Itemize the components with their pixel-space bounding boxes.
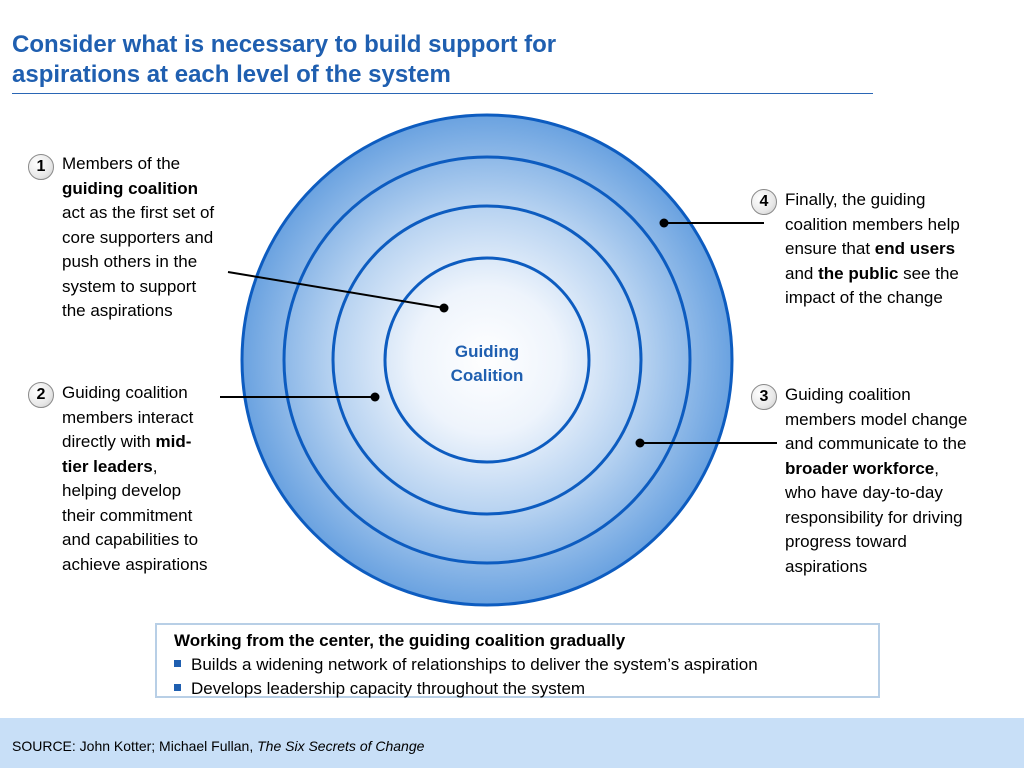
callout-text: coalition members help <box>785 214 960 234</box>
callout-line: achieve aspirations <box>62 553 247 578</box>
summary-bullet-2: Develops leadership capacity throughout … <box>174 677 585 701</box>
center-label-line-1: Guiding <box>454 342 520 361</box>
callout-1-text: Members of the guiding coalition act as th… <box>62 152 252 324</box>
callout-emphasis: mid- <box>155 432 192 451</box>
callout-text: see the <box>898 263 959 283</box>
callout-4-text: Finally, the guiding coalition members he… <box>785 188 1015 311</box>
callout-line: Guiding coalition <box>62 381 247 406</box>
callout-text: and capabilities to <box>62 530 199 549</box>
callout-text: and <box>785 263 819 283</box>
callout-line: Finally, the guiding <box>785 188 1015 213</box>
leader-dot-1 <box>439 303 449 313</box>
blue-square-bullet-icon <box>174 660 181 668</box>
callout-line: directly with mid- <box>62 430 247 455</box>
callout-text: members model change <box>785 409 968 429</box>
callout-line: helping develop <box>62 479 247 504</box>
title-divider <box>12 93 873 94</box>
summary-bullet-1: Builds a widening network of relationshi… <box>174 653 758 677</box>
callout-text: and communicate to the <box>785 434 967 453</box>
callout-text: members interact <box>62 407 194 427</box>
source-note: SOURCE: John Kotter; Michael Fullan, The… <box>12 737 424 755</box>
callout-line: guiding coalition <box>62 177 252 202</box>
callout-line: and capabilities to <box>62 528 247 553</box>
callout-text: who have day-to-day <box>785 483 943 502</box>
callout-emphasis: end users <box>874 239 956 258</box>
callout-text: system to support <box>62 276 197 296</box>
callout-text: Members of the <box>62 154 181 173</box>
ring-3 <box>282 155 692 565</box>
summary-bullet-2-text: Develops leadership capacity throughout … <box>191 679 586 698</box>
callout-line: impact of the change <box>785 286 1015 311</box>
callout-text: Guiding coalition <box>62 383 188 402</box>
callout-text: , <box>152 456 158 476</box>
callout-text: Finally, the guiding <box>785 190 926 209</box>
callout-text: Guiding coalition <box>785 385 911 404</box>
callout-3-text: Guiding coalition members model change and… <box>785 383 1015 579</box>
callout-line: Members of the <box>62 152 252 177</box>
center-label: Guiding Coalition <box>427 340 547 388</box>
summary-bullet-1-text: Builds a widening network of relationshi… <box>191 655 758 674</box>
callout-text: aspirations <box>785 556 868 576</box>
callout-text: their commitment <box>62 505 193 525</box>
callout-line: members interact <box>62 406 247 431</box>
leader-dot-4 <box>659 218 669 228</box>
callout-text: core supporters and <box>62 227 214 247</box>
number-badge-2: 2 <box>28 382 54 408</box>
footer-bar: SOURCE: John Kotter; Michael Fullan, The… <box>0 718 1024 768</box>
source-title: The Six Secrets of Change <box>257 738 425 754</box>
center-label-line-2: Coalition <box>450 366 524 385</box>
callout-line: and communicate to the <box>785 432 1015 457</box>
leader-dot-2 <box>370 392 380 402</box>
number-badge-1: 1 <box>28 154 54 180</box>
ring-2 <box>331 204 643 516</box>
callout-line: members model change <box>785 408 1015 433</box>
callout-text: push others in the <box>62 252 198 271</box>
callout-line: push others in the <box>62 250 252 275</box>
callout-line: responsibility for driving <box>785 506 1015 531</box>
callout-line: progress toward <box>785 530 1015 555</box>
callout-emphasis: broader workforce <box>785 458 935 478</box>
callout-line: act as the first set of <box>62 201 252 226</box>
callout-line: Guiding coalition <box>785 383 1015 408</box>
callout-emphasis: the public <box>818 263 899 283</box>
callout-text: , <box>934 458 939 478</box>
summary-heading: Working from the center, the guiding coa… <box>174 631 626 650</box>
callout-line: aspirations <box>785 555 1015 580</box>
callout-line: core supporters and <box>62 226 252 251</box>
title-line-1: Consider what is necessary to build supp… <box>12 31 557 58</box>
page-title: Consider what is necessary to build supp… <box>12 30 872 90</box>
title-line-2: aspirations at each level of the system <box>12 61 451 88</box>
callout-text: the aspirations <box>62 301 173 320</box>
summary-box: Working from the center, the guiding coa… <box>155 623 880 698</box>
callout-text: helping develop <box>62 481 182 500</box>
callout-line: broader workforce, <box>785 457 1015 482</box>
callout-text: ensure that <box>785 239 875 258</box>
callout-line: tier leaders, <box>62 455 247 480</box>
callout-emphasis: guiding coalition <box>62 178 198 198</box>
callout-line: who have day-to-day <box>785 481 1015 506</box>
callout-text: responsibility for driving <box>785 507 963 527</box>
number-badge-3: 3 <box>751 384 777 410</box>
blue-square-bullet-icon <box>174 684 181 692</box>
number-badge-4: 4 <box>751 189 777 215</box>
leader-dot-3 <box>635 438 645 448</box>
callout-line: and the public see the <box>785 262 1015 287</box>
callout-line: the aspirations <box>62 299 252 324</box>
ring-inner <box>383 256 591 464</box>
callout-text: progress toward <box>785 532 907 551</box>
callout-2-text: Guiding coalition members interact directl… <box>62 381 247 577</box>
callout-line: ensure that end users <box>785 237 1015 262</box>
source-prefix: SOURCE: John Kotter; Michael Fullan, <box>12 738 258 754</box>
callout-line: coalition members help <box>785 213 1015 238</box>
callout-line: system to support <box>62 275 252 300</box>
callout-text: achieve aspirations <box>62 554 208 574</box>
callout-text: impact of the change <box>785 288 943 307</box>
callout-text: directly with <box>62 432 156 451</box>
leader-line-1 <box>227 271 445 309</box>
callout-line: their commitment <box>62 504 247 529</box>
callout-text: act as the first set of <box>62 203 215 222</box>
callout-emphasis: tier leaders <box>62 456 153 476</box>
ring-outer <box>240 113 734 607</box>
